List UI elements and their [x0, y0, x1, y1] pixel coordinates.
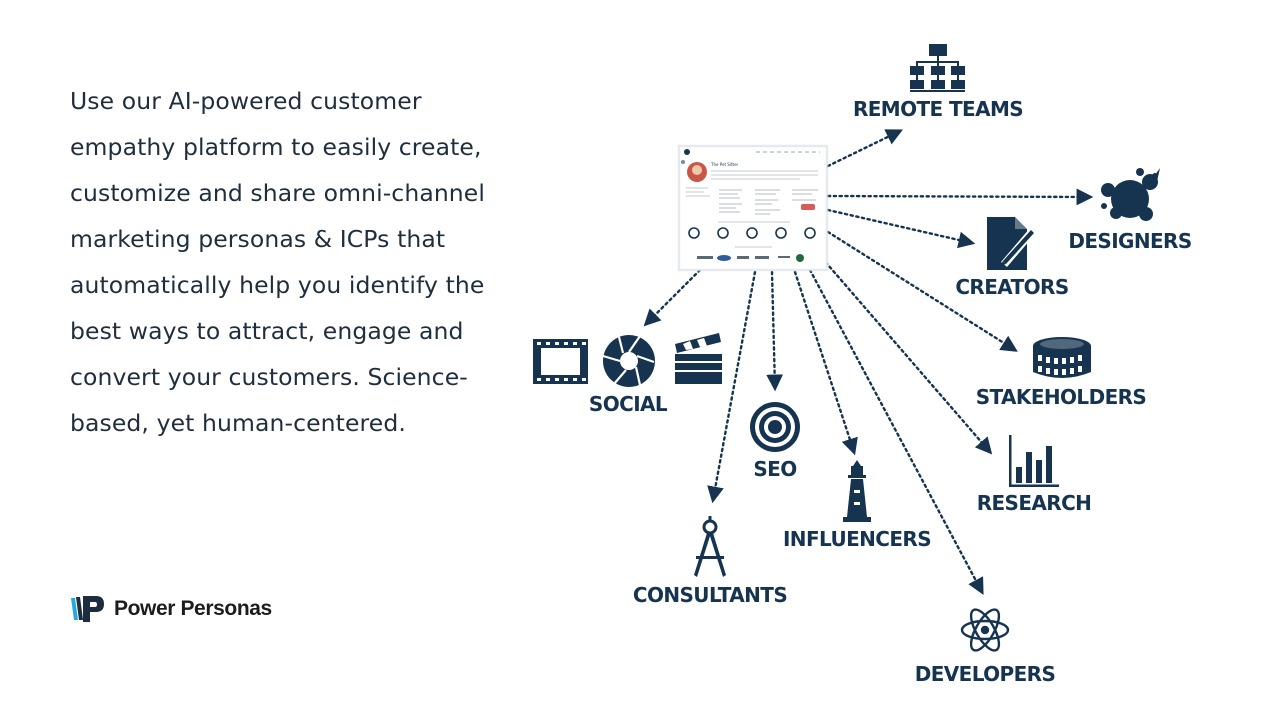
- bar-chart-icon: [1009, 435, 1059, 487]
- audience-influencers[interactable]: INFLUENCERS: [783, 460, 932, 551]
- audience-creators[interactable]: CREATORS: [955, 217, 1069, 299]
- film-strip-icon: [533, 339, 588, 384]
- audience-label: SEO: [753, 457, 796, 481]
- connectors: [643, 129, 1094, 595]
- audience-label: CREATORS: [955, 275, 1068, 299]
- connector-stakeholders: [826, 230, 1018, 352]
- audience-consultants[interactable]: CONSULTANTS: [633, 516, 788, 607]
- lighthouse-icon: [843, 460, 871, 522]
- colosseum-icon: [1033, 337, 1091, 378]
- brand-logo[interactable]: Power Personas: [70, 594, 272, 624]
- connector-developers: [808, 268, 984, 595]
- paint-splat-icon: [1101, 168, 1160, 221]
- persona-card-title: The Pet Sitter: [710, 162, 739, 167]
- connector-social: [643, 268, 702, 327]
- audience-developers[interactable]: DEVELOPERS: [915, 606, 1056, 686]
- target-icon: [750, 402, 800, 452]
- audience-designers[interactable]: DESIGNERS: [1068, 168, 1192, 253]
- audience-seo[interactable]: SEO: [750, 402, 800, 481]
- connector-creators: [826, 208, 976, 249]
- audience-label: RESEARCH: [977, 491, 1092, 515]
- audience-remote-teams[interactable]: REMOTE TEAMS: [853, 44, 1024, 121]
- audience-label: STAKEHOLDERS: [976, 385, 1147, 409]
- camera-aperture-icon: [602, 335, 655, 387]
- audience-label: DESIGNERS: [1068, 229, 1191, 253]
- audience-label: REMOTE TEAMS: [853, 97, 1023, 121]
- connector-consultants: [707, 270, 757, 504]
- power-personas-logo-icon: [71, 596, 104, 622]
- audience-research[interactable]: RESEARCH: [977, 435, 1092, 515]
- audience-label: DEVELOPERS: [915, 662, 1056, 686]
- intro-paragraph: Use our AI-powered customer empathy plat…: [70, 87, 485, 437]
- connector-remote-teams: [826, 129, 904, 168]
- clapperboard-icon: [675, 333, 722, 384]
- connector-research: [820, 256, 993, 455]
- atom-icon: [960, 608, 1010, 652]
- org-chart-icon: [910, 44, 965, 92]
- brand-name: Power Personas: [114, 597, 272, 620]
- connector-influencers: [793, 270, 858, 456]
- compass-icon: [694, 516, 726, 577]
- audience-stakeholders[interactable]: STAKEHOLDERS: [976, 337, 1147, 409]
- audience-label: SOCIAL: [589, 392, 668, 416]
- connector-seo: [766, 270, 784, 392]
- audience-social[interactable]: SOCIAL: [533, 333, 722, 416]
- connector-designers: [826, 188, 1094, 206]
- persona-card[interactable]: The Pet Sitter: [677, 144, 829, 272]
- audience-label: CONSULTANTS: [633, 583, 787, 607]
- audience-label: INFLUENCERS: [783, 527, 931, 551]
- document-pen-icon: [987, 217, 1036, 270]
